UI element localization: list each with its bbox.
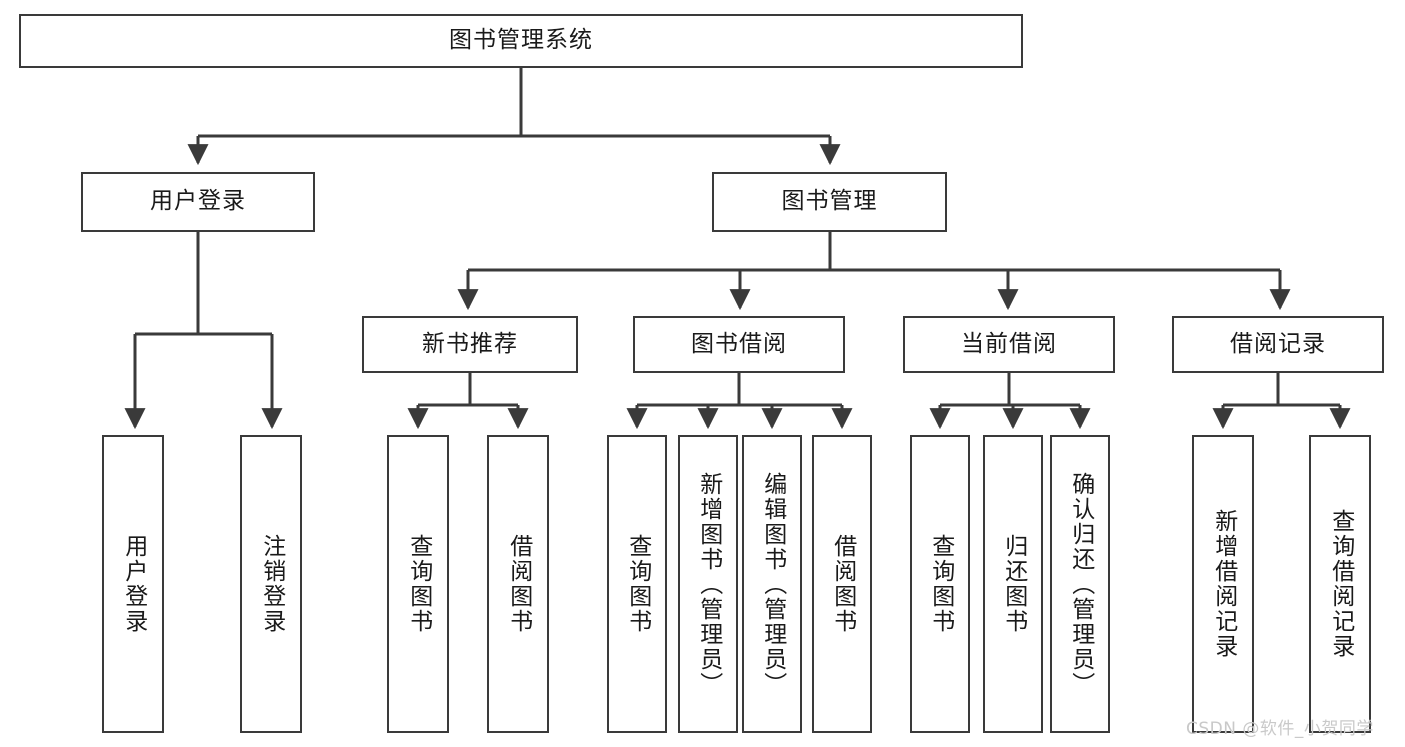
node-leaf-confirm-return-admin[interactable]: 确认归还（管理员） (1050, 435, 1110, 733)
node-leaf-add-borrow-record[interactable]: 新增借阅记录 (1192, 435, 1254, 733)
node-user-login-label: 用户登录 (150, 188, 246, 215)
node-leaf-user-login[interactable]: 用户登录 (102, 435, 164, 733)
node-leaf-query-book-2-label: 查询图书 (624, 534, 651, 634)
node-leaf-query-borrow-record[interactable]: 查询借阅记录 (1309, 435, 1371, 733)
node-user-login[interactable]: 用户登录 (81, 172, 315, 232)
node-book-manage[interactable]: 图书管理 (712, 172, 947, 232)
node-new-book-recommend[interactable]: 新书推荐 (362, 316, 578, 373)
node-leaf-borrow-book-2-label: 借阅图书 (829, 534, 856, 634)
node-book-borrow[interactable]: 图书借阅 (633, 316, 845, 373)
node-leaf-add-book-admin-label: 新增图书（管理员） (695, 471, 722, 697)
node-leaf-query-book-3-label: 查询图书 (927, 534, 954, 634)
node-leaf-user-login-label: 用户登录 (120, 534, 147, 634)
node-leaf-borrow-book-1-label: 借阅图书 (505, 534, 532, 634)
node-leaf-query-borrow-record-label: 查询借阅记录 (1327, 509, 1354, 659)
node-leaf-query-book-1-label: 查询图书 (405, 534, 432, 634)
node-leaf-query-book-3[interactable]: 查询图书 (910, 435, 970, 733)
node-book-manage-label: 图书管理 (781, 188, 878, 215)
node-borrow-record-label: 借阅记录 (1230, 330, 1326, 357)
node-new-book-recommend-label: 新书推荐 (422, 330, 518, 357)
node-leaf-edit-book-admin[interactable]: 编辑图书（管理员） (742, 435, 802, 733)
node-root-label: 图书管理系统 (449, 27, 593, 54)
node-leaf-borrow-book-2[interactable]: 借阅图书 (812, 435, 872, 733)
node-leaf-logout-login[interactable]: 注销登录 (240, 435, 302, 733)
csdn-watermark: CSDN @软件_小贺同学 (1186, 719, 1374, 739)
node-borrow-record[interactable]: 借阅记录 (1172, 316, 1384, 373)
node-leaf-return-book[interactable]: 归还图书 (983, 435, 1043, 733)
node-root[interactable]: 图书管理系统 (19, 14, 1023, 68)
node-leaf-confirm-return-admin-label: 确认归还（管理员） (1067, 471, 1094, 697)
node-current-borrow[interactable]: 当前借阅 (903, 316, 1115, 373)
node-book-borrow-label: 图书借阅 (691, 330, 787, 357)
node-leaf-add-borrow-record-label: 新增借阅记录 (1210, 509, 1237, 659)
node-leaf-logout-login-label: 注销登录 (258, 534, 285, 634)
node-leaf-borrow-book-1[interactable]: 借阅图书 (487, 435, 549, 733)
node-leaf-query-book-1[interactable]: 查询图书 (387, 435, 449, 733)
node-current-borrow-label: 当前借阅 (961, 330, 1057, 357)
node-leaf-return-book-label: 归还图书 (1000, 534, 1027, 634)
node-leaf-edit-book-admin-label: 编辑图书（管理员） (759, 471, 786, 697)
node-leaf-add-book-admin[interactable]: 新增图书（管理员） (678, 435, 738, 733)
node-leaf-query-book-2[interactable]: 查询图书 (607, 435, 667, 733)
